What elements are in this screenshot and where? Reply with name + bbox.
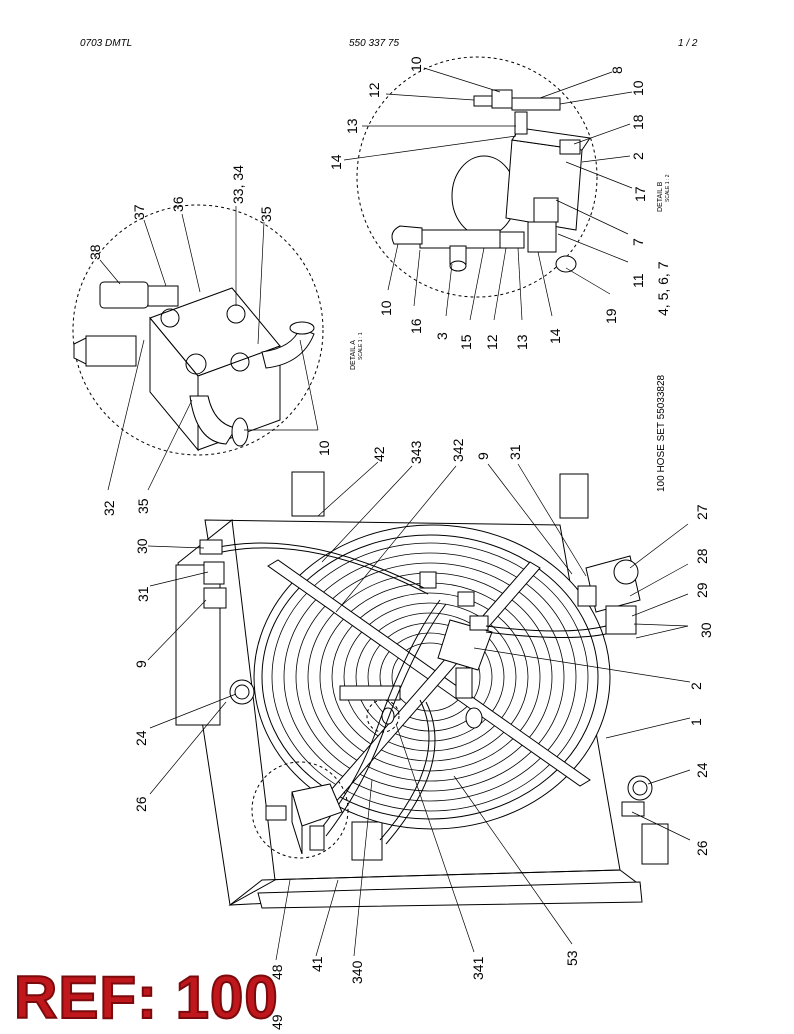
- detail-a-valve-block: [73, 281, 315, 452]
- callout-4-5-6-7: 4, 5, 6, 7: [655, 261, 671, 316]
- callout-41: 41: [309, 956, 325, 972]
- callout-29: 29: [694, 582, 710, 598]
- callout-13: 13: [514, 334, 530, 350]
- callout-19: 19: [603, 308, 619, 324]
- detail-b-circle: [356, 56, 598, 298]
- callout-28: 28: [694, 548, 710, 564]
- header-center: 550 337 75: [349, 38, 400, 49]
- callout-48: 48: [269, 964, 285, 980]
- fan-guard-rings: [271, 542, 589, 812]
- callout-342: 342: [450, 438, 466, 462]
- header-left: 0703 DMTL: [80, 38, 133, 49]
- callout-15: 15: [458, 334, 474, 350]
- detail-a-inset-on-main: [251, 761, 349, 859]
- callout-33-34: 33, 34: [230, 165, 246, 204]
- callout-16: 16: [408, 318, 424, 334]
- callout-8: 8: [609, 66, 625, 74]
- callout-labels: 10 12 8 10 13 18 14 2 17 7 11 4, 5, 6, 7…: [87, 56, 714, 1030]
- right-valve-27: [577, 555, 641, 635]
- callout-340: 340: [349, 960, 365, 984]
- callout-26: 26: [694, 840, 710, 856]
- callout-32: 32: [101, 500, 117, 516]
- callout-7: 7: [630, 238, 646, 246]
- callout-30: 30: [134, 538, 150, 554]
- detail-b-scale: SCALE 1 : 2: [665, 174, 671, 202]
- callout-9: 9: [475, 452, 491, 460]
- callout-35: 35: [135, 498, 151, 514]
- hoses: [213, 542, 607, 845]
- detail-a-scale: SCALE 1 : 1: [358, 332, 364, 360]
- hose-set-note: 100 HOSE SET 55033828: [656, 374, 667, 492]
- callout-37: 37: [131, 204, 147, 220]
- callout-341: 341: [470, 956, 486, 980]
- callout-2: 2: [630, 152, 646, 160]
- ref-label: REF: 100: [13, 964, 279, 1031]
- detail-b-valve-assembly: [391, 89, 591, 273]
- detail-a-title: DETAIL A: [350, 340, 357, 370]
- callout-49: 49: [269, 1014, 285, 1030]
- callout-30: 30: [698, 622, 714, 638]
- callout-31: 31: [507, 444, 523, 460]
- callout-35: 35: [258, 206, 274, 222]
- callout-1: 1: [688, 718, 704, 726]
- callout-24: 24: [133, 730, 149, 746]
- callout-53: 53: [564, 950, 580, 966]
- callout-27: 27: [694, 504, 710, 520]
- callout-3: 3: [434, 332, 450, 340]
- detail-b-title: DETAIL B: [657, 181, 664, 212]
- leader-lines: [99, 67, 691, 961]
- callout-11: 11: [630, 273, 646, 288]
- callout-26: 26: [133, 796, 149, 812]
- callout-17: 17: [632, 186, 648, 202]
- callout-36: 36: [170, 196, 186, 212]
- control-valve-center: [339, 571, 493, 729]
- callout-18: 18: [630, 114, 646, 130]
- callout-12: 12: [484, 334, 500, 350]
- callout-10: 10: [316, 440, 332, 456]
- callout-14: 14: [547, 328, 563, 344]
- callout-13: 13: [344, 118, 360, 134]
- callout-31: 31: [135, 586, 151, 602]
- callout-2: 2: [688, 682, 704, 690]
- callout-12: 12: [366, 82, 382, 98]
- detail-b-marker: [366, 699, 400, 733]
- callout-10: 10: [630, 80, 646, 96]
- callout-9: 9: [133, 660, 149, 668]
- callout-343: 343: [408, 440, 424, 464]
- callout-14: 14: [328, 154, 344, 170]
- detail-a-circle: [72, 204, 324, 456]
- callout-10: 10: [408, 56, 424, 72]
- callout-38: 38: [87, 244, 103, 260]
- callout-10: 10: [378, 300, 394, 316]
- header-right: 1 / 2: [678, 38, 698, 49]
- fittings-left: [199, 539, 653, 817]
- callout-42: 42: [371, 446, 387, 462]
- callout-24: 24: [694, 762, 710, 778]
